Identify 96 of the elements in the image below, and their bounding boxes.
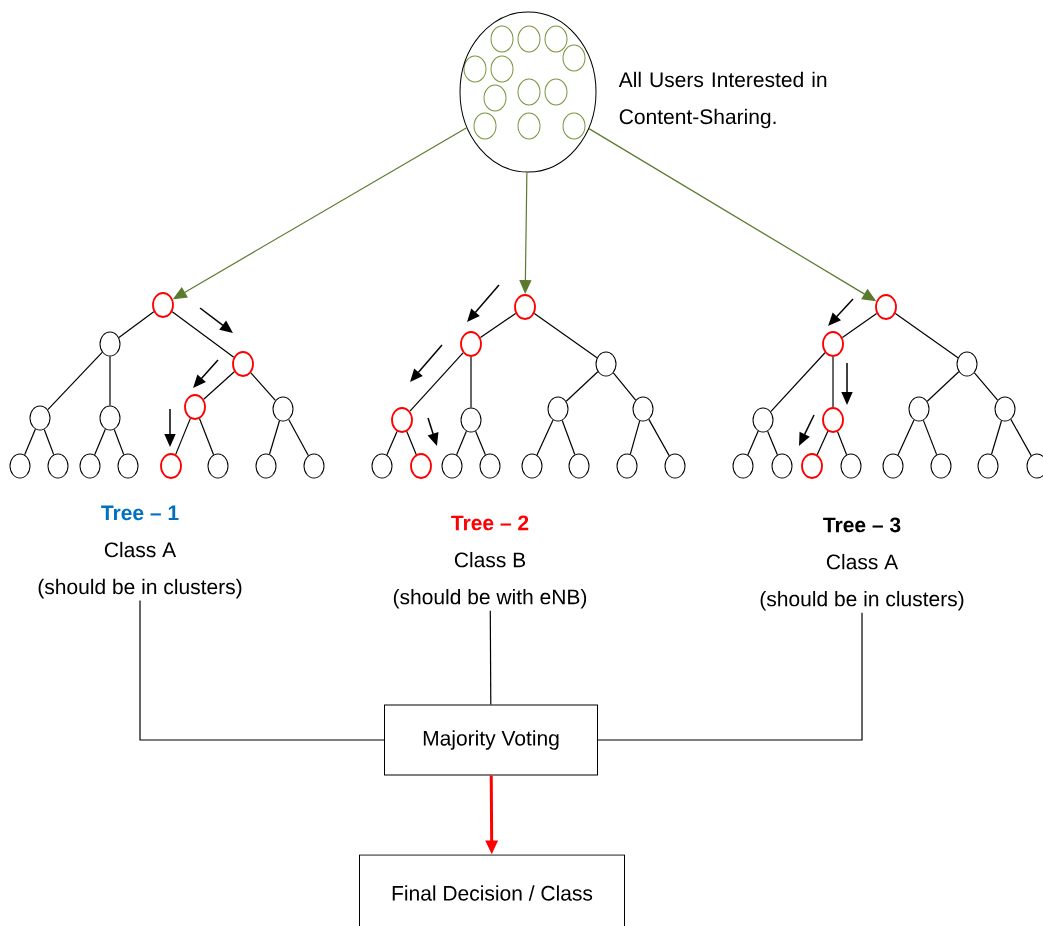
- tree-node-circle: [882, 453, 904, 479]
- connector: [113, 428, 125, 456]
- users-circle: [459, 11, 597, 173]
- tree-node-circle: [930, 453, 952, 479]
- connector: [386, 430, 398, 456]
- tree-node-circle: [207, 453, 229, 479]
- connector: [118, 311, 155, 339]
- process-box: Final Decision / Class: [359, 854, 625, 926]
- connector: [203, 371, 235, 400]
- tree-node-circle: [801, 453, 823, 479]
- tree-node-circle: [547, 396, 569, 422]
- connector: [816, 430, 829, 456]
- connector: [109, 355, 111, 407]
- connector: [747, 430, 759, 456]
- connector: [268, 420, 281, 455]
- connector: [565, 371, 599, 402]
- tree-node-circle: [79, 453, 101, 479]
- tree-node-circle: [371, 453, 393, 479]
- tree-result-label: Tree – 2 Class B (should be with eNB): [393, 515, 587, 609]
- tree-node-circle: [9, 453, 31, 479]
- caption-text: All Users Interested in Content-Sharing.: [618, 71, 827, 129]
- tree-node-circle: [479, 453, 501, 479]
- connector: [841, 312, 878, 339]
- tree-node-circle: [410, 453, 432, 479]
- tree-node-circle: [99, 331, 121, 357]
- connector: [648, 418, 670, 457]
- connector: [409, 352, 464, 412]
- tree-node-circle: [822, 331, 844, 357]
- tree-node-circle: [514, 294, 536, 320]
- tree-node-circle: [99, 405, 121, 431]
- connector: [139, 600, 385, 741]
- tree-node-circle: [47, 453, 69, 479]
- connector: [897, 419, 915, 456]
- connector: [489, 610, 492, 706]
- tree-result-label: Tree – 3 Class A (should be in clusters): [760, 517, 964, 611]
- tree-node-circle: [771, 453, 793, 479]
- tree-node-circle: [521, 453, 543, 479]
- connector: [475, 430, 486, 456]
- tree-node-circle: [460, 407, 482, 433]
- connector: [612, 372, 637, 401]
- connector: [470, 356, 472, 409]
- connector: [24, 428, 36, 456]
- connector: [837, 431, 848, 456]
- tree-node-circle: [29, 405, 51, 431]
- connector: [922, 419, 938, 456]
- connector: [175, 418, 191, 455]
- tree-node-circle: [117, 453, 139, 479]
- tree-node-circle: [152, 292, 174, 318]
- tree-node-circle: [391, 407, 413, 433]
- tree-node-circle: [616, 453, 638, 479]
- connector: [629, 420, 641, 455]
- tree-node-circle: [568, 453, 590, 479]
- tree-node-circle: [460, 331, 482, 357]
- connector: [198, 418, 215, 456]
- tree-node-circle: [752, 407, 774, 433]
- connector: [406, 431, 417, 456]
- tree-node-circle: [184, 394, 206, 420]
- tree-node-circle: [232, 351, 254, 377]
- tree-node-circle: [956, 351, 978, 377]
- tree-node-circle: [160, 453, 182, 479]
- tree-node-circle: [632, 396, 654, 422]
- tree-node-circle: [441, 453, 463, 479]
- tree-node-circle: [840, 453, 862, 479]
- tree-node-circle: [664, 453, 686, 479]
- connector: [894, 313, 959, 359]
- connector: [597, 612, 863, 741]
- connector: [990, 420, 1003, 455]
- connector: [561, 419, 576, 456]
- tree-node-circle: [994, 396, 1016, 422]
- tree-node-circle: [908, 396, 930, 422]
- tree-node-circle: [303, 453, 325, 479]
- tree-node-circle: [595, 351, 617, 377]
- tree-node-circle: [977, 453, 999, 479]
- connector: [973, 372, 999, 401]
- connector: [94, 428, 106, 456]
- connector: [250, 372, 276, 402]
- connector: [536, 419, 554, 456]
- tree-node-circle: [732, 453, 754, 479]
- connector: [770, 352, 826, 413]
- connector: [767, 430, 778, 456]
- tree-node-circle: [822, 407, 844, 433]
- connector: [288, 418, 309, 457]
- connector: [171, 311, 235, 358]
- tree-result-label: Tree – 1 Class A (should be in clusters): [38, 505, 242, 599]
- tree-node-circle: [255, 453, 277, 479]
- connector: [479, 312, 517, 339]
- process-box: Majority Voting: [384, 704, 598, 776]
- connector: [43, 428, 55, 456]
- connector: [1010, 418, 1032, 457]
- connector: [533, 313, 598, 359]
- connector: [456, 430, 467, 456]
- connector: [926, 371, 960, 402]
- connector: [832, 356, 834, 408]
- tree-node-circle: [875, 294, 897, 320]
- connector: [47, 351, 103, 411]
- tree-node-circle: [272, 396, 294, 422]
